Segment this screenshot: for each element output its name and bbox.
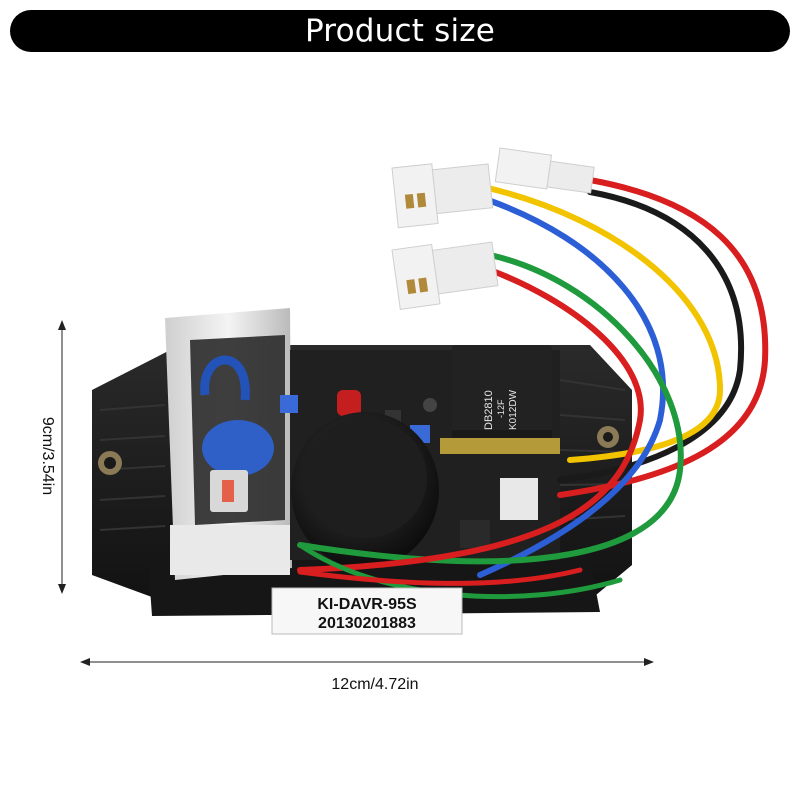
transformer-text-3: K012DW <box>508 389 519 430</box>
title-banner: Product size <box>10 10 790 52</box>
height-dimension-arrow <box>58 320 66 594</box>
width-dimension-arrow <box>80 658 654 666</box>
page-title: Product size <box>304 13 496 49</box>
transformer-markings: DB2810 -12F K012DW <box>483 389 519 430</box>
width-label: 12cm/4.72in <box>331 676 419 693</box>
model-label: KI-DAVR-95S 20130201883 <box>271 587 463 635</box>
transformer-text-1: DB2810 <box>483 390 495 430</box>
height-label: 9cm/3.54in <box>39 416 57 496</box>
height-dimension: 9cm/3.54in <box>37 320 57 592</box>
circuit-board <box>200 345 560 568</box>
connector-plugs <box>391 147 595 310</box>
transformer-text-2: -12F <box>496 399 506 418</box>
wire-harness <box>297 177 769 600</box>
serial-number: 20130201883 <box>318 615 416 632</box>
model-number: KI-DAVR-95S <box>317 596 417 613</box>
